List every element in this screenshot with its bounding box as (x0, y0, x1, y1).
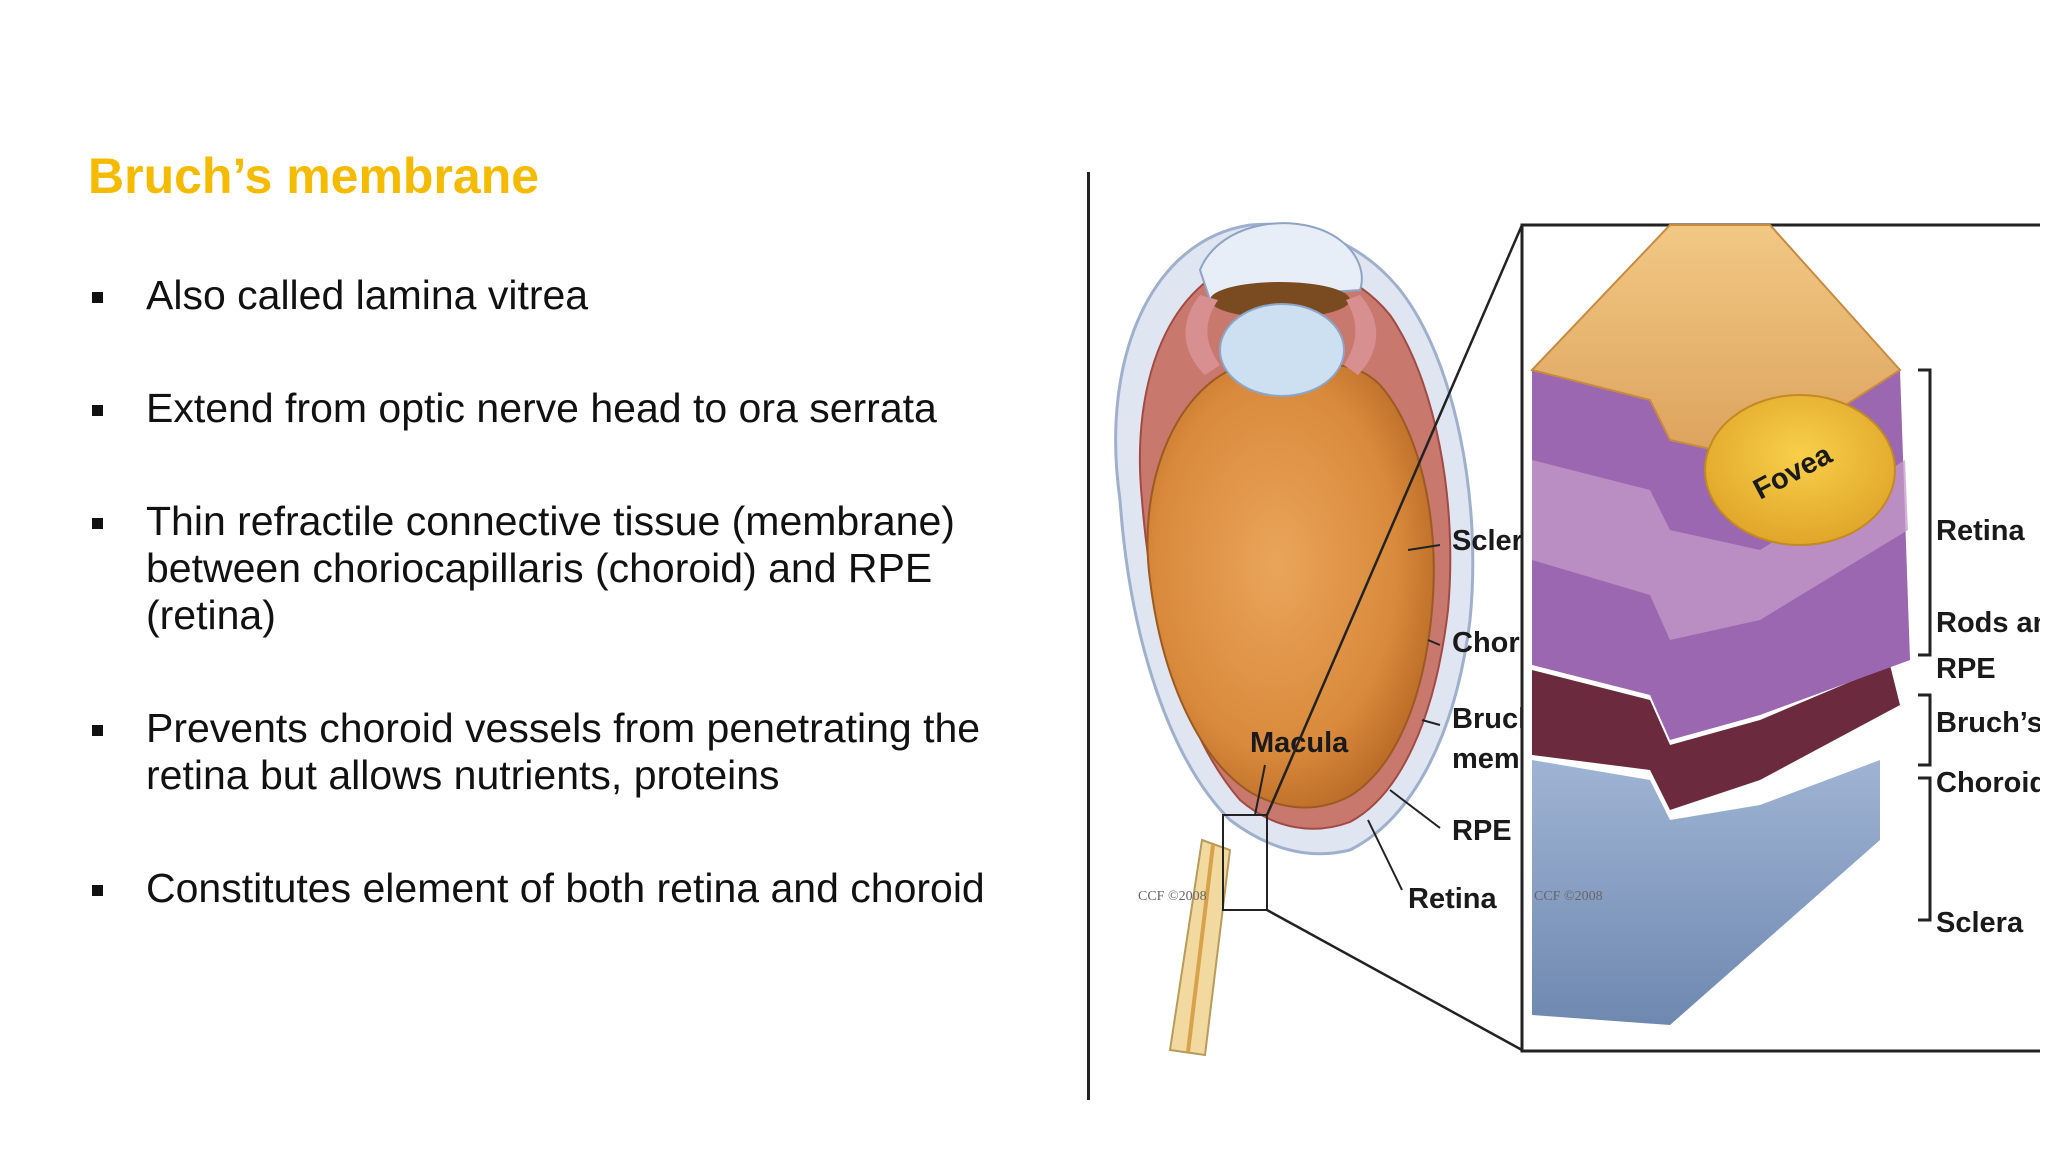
bullet-item: Also called lamina vitrea (88, 272, 1048, 319)
layer-brackets (1918, 368, 1932, 922)
eye-label-rpe: RPE (1452, 815, 1512, 847)
bullet-text: Prevents choroid vessels from penetratin… (146, 705, 981, 798)
zoom-projection-lines (1265, 224, 1524, 1052)
macula-zoom-box (1222, 814, 1268, 911)
bullet-text: Extend from optic nerve head to ora serr… (146, 385, 937, 431)
bullet-text: Thin refractile connective tissue (membr… (146, 498, 955, 638)
section-layer-sclera (1532, 760, 1880, 1025)
copyright-mark-section: CCF ©2008 (1534, 889, 1603, 904)
eye-leader-lines (1254, 544, 1441, 891)
section-label-rpe: RPE (1936, 653, 1996, 685)
square-bullet-icon (92, 885, 103, 896)
eye-diagram: CCF ©2008 (1114, 222, 1475, 1057)
bullet-item: Thin refractile connective tissue (membr… (88, 498, 1048, 639)
bullet-list: Also called lamina vitrea Extend from op… (88, 272, 1048, 978)
copyright-mark-eye: CCF ©2008 (1138, 889, 1207, 904)
section-label-retina: Retina (1936, 515, 2026, 547)
retinal-section: Fovea CCF ©2008 (1520, 223, 2040, 1053)
eye-ciliary-body-right (1344, 295, 1377, 375)
bullet-item: Prevents choroid vessels from penetratin… (88, 705, 1048, 799)
eye-label-macula: Macula (1250, 727, 1349, 759)
square-bullet-icon (92, 292, 103, 303)
bullet-item: Constitutes element of both retina and c… (88, 865, 1048, 912)
section-label-choroid: Choroid (1936, 767, 2040, 799)
eye-cornea (1198, 222, 1363, 302)
square-bullet-icon (92, 518, 103, 529)
eye-optic-nerve-core (1186, 844, 1215, 1053)
slide-title: Bruch’s membrane (88, 148, 540, 204)
bullet-text: Also called lamina vitrea (146, 272, 589, 318)
section-layer-retina-band (1532, 460, 1908, 640)
section-label-rods-cones: Rods and Co (1936, 607, 2040, 639)
eye-anatomy-figure: CCF ©2008 Sclera Choroid Bruch’s membran… (1114, 222, 2040, 1057)
section-label-bruchs: Bruch’s mem (1936, 707, 2040, 739)
section-label-sclera: Sclera (1936, 907, 2024, 939)
eye-label-retina: Retina (1408, 883, 1498, 915)
bullet-text: Constitutes element of both retina and c… (146, 865, 985, 911)
bullet-item: Extend from optic nerve head to ora serr… (88, 385, 1048, 432)
fovea-pit (1704, 394, 1896, 546)
eye-iris (1210, 282, 1350, 318)
square-bullet-icon (92, 405, 103, 416)
eye-lens (1219, 303, 1345, 397)
eye-ciliary-body-left (1185, 295, 1220, 375)
section-layer-choroid (1532, 665, 1900, 810)
square-bullet-icon (92, 725, 103, 736)
vertical-divider (1087, 172, 1090, 1100)
